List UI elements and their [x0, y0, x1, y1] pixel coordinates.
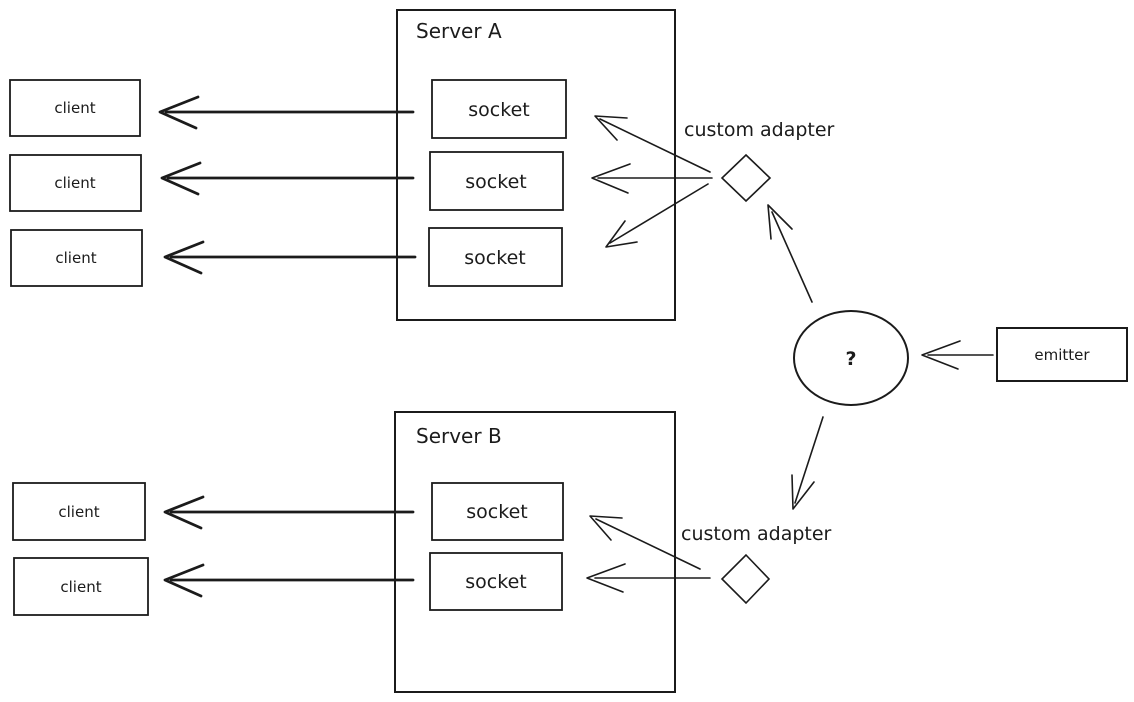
- server-a: Server A socket socket socket: [396, 9, 676, 321]
- socket-label: socket: [468, 99, 529, 121]
- client-top-3: client: [10, 229, 143, 287]
- hub-label: ?: [845, 348, 856, 370]
- adapter-diamond-icon: [720, 553, 771, 605]
- server-b-label: Server B: [416, 424, 502, 448]
- arrow-adapterB-to-socketB1: [589, 515, 701, 570]
- adapter-diamond-icon: [720, 153, 772, 203]
- custom-adapter-b: custom adapter: [681, 523, 832, 605]
- server-b-socket-1: socket: [431, 482, 564, 541]
- client-label: client: [54, 174, 95, 192]
- client-box: [13, 557, 149, 616]
- server-b-socket-2: socket: [429, 552, 563, 611]
- arrow-adapterA-to-socketA2: [591, 163, 713, 194]
- server-a-box: [396, 9, 676, 321]
- client-box: [9, 154, 142, 212]
- emitter: emitter: [996, 327, 1128, 382]
- client-box: [10, 229, 143, 287]
- server-a-label: Server A: [416, 19, 502, 43]
- socket-box: [429, 151, 564, 211]
- arrow-socketB1-to-client4: [163, 495, 415, 530]
- client-bottom-2: client: [13, 557, 149, 616]
- socket-box: [431, 482, 564, 541]
- arrow-adapterA-to-socketA1: [594, 115, 711, 173]
- arrow-adapterA-to-socketA3: [605, 183, 709, 248]
- hub: ?: [793, 310, 909, 406]
- hub-circle: [793, 310, 909, 406]
- arrow-hub-to-adapterB: [791, 416, 824, 510]
- client-label: client: [54, 99, 95, 117]
- client-label: client: [55, 249, 96, 267]
- socket-label: socket: [466, 501, 527, 523]
- client-top-2: client: [9, 154, 142, 212]
- server-a-socket-3: socket: [428, 227, 563, 287]
- arrow-socketA3-to-client3: [163, 240, 417, 275]
- arrow-socketA1-to-client1: [158, 95, 415, 130]
- arrow-socketB2-to-client5: [163, 563, 415, 598]
- custom-adapter-b-label: custom adapter: [681, 523, 832, 545]
- socket-box: [431, 79, 567, 139]
- client-label: client: [58, 503, 99, 521]
- socket-label: socket: [464, 247, 525, 269]
- arrow-emitter-to-hub: [921, 340, 994, 370]
- server-b: Server B socket socket: [394, 411, 676, 693]
- custom-adapter-a: custom adapter: [684, 119, 835, 203]
- emitter-box: [996, 327, 1128, 382]
- socket-box: [429, 552, 563, 611]
- client-box: [9, 79, 141, 137]
- client-top-1: client: [9, 79, 141, 137]
- server-a-socket-2: socket: [429, 151, 564, 211]
- custom-adapter-a-label: custom adapter: [684, 119, 835, 141]
- arrow-hub-to-adapterA: [767, 204, 813, 303]
- server-a-socket-1: socket: [431, 79, 567, 139]
- socket-label: socket: [465, 571, 526, 593]
- arrow-socketA2-to-client2: [160, 161, 415, 196]
- client-box: [12, 482, 146, 541]
- client-label: client: [60, 578, 101, 596]
- socket-label: socket: [465, 171, 526, 193]
- emitter-label: emitter: [1034, 346, 1090, 364]
- client-bottom-1: client: [12, 482, 146, 541]
- socket-box: [428, 227, 563, 287]
- arrow-adapterB-to-socketB2: [586, 563, 711, 593]
- server-b-box: [394, 411, 676, 693]
